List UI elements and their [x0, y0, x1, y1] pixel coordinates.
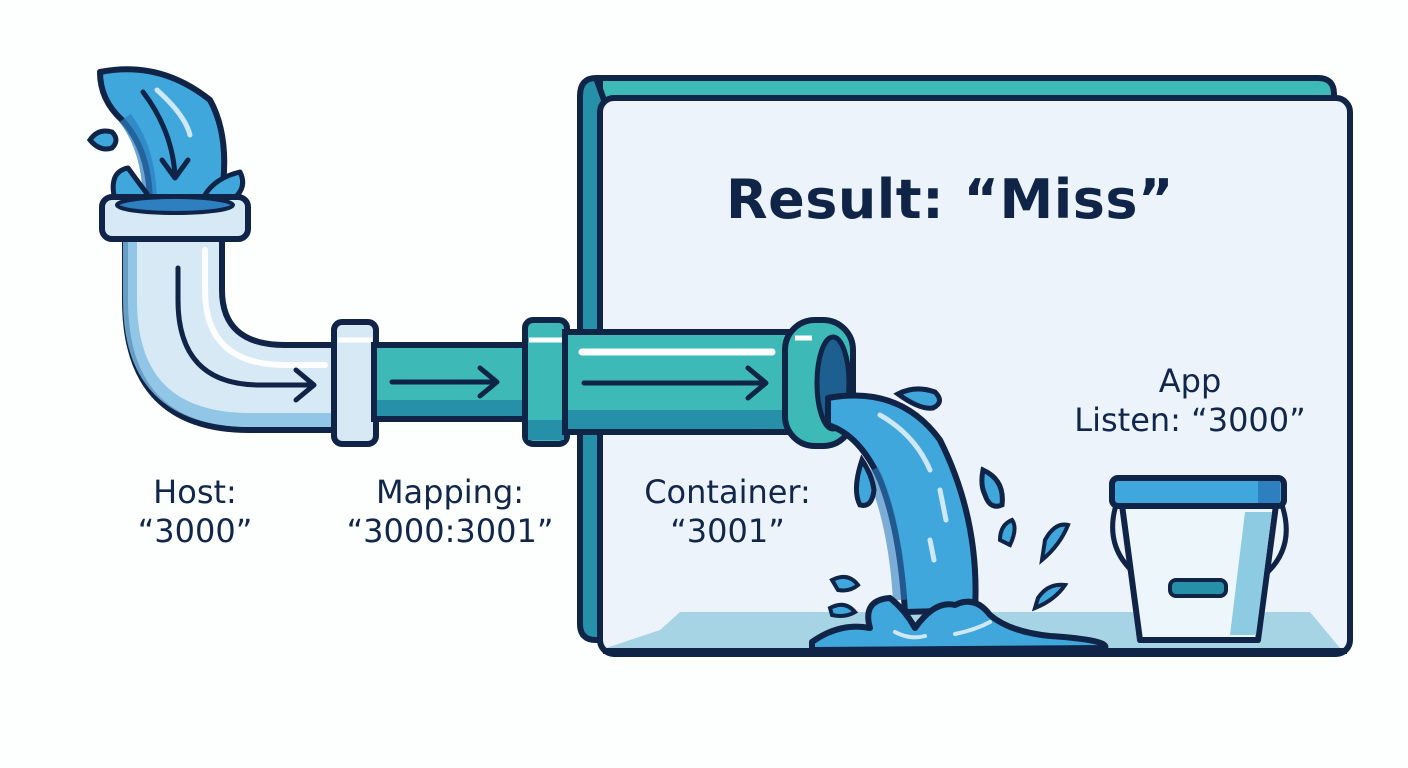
elbow-pipe-icon [99, 194, 379, 447]
mapping-label: Mapping: “3000:3001” [330, 473, 570, 551]
container-port-value: “3001” [670, 512, 785, 551]
water-pouring-icon [86, 66, 246, 208]
water-spill-icon [809, 386, 1109, 653]
host-label-title: Host: [153, 473, 237, 511]
container-port-label: Container: “3001” [615, 473, 840, 551]
pipe-icon [371, 317, 570, 447]
container-label-title: Container: [644, 473, 811, 511]
app-label-title: App [1158, 362, 1222, 400]
pipe-icon [562, 317, 856, 449]
mapping-label-title: Mapping: [375, 473, 525, 511]
bucket-icon [1109, 475, 1289, 643]
app-listen-label: App Listen: “3000” [1045, 362, 1335, 440]
app-listen-value: Listen: “3000” [1074, 401, 1306, 440]
host-port-value: “3000” [137, 512, 253, 551]
mapping-value: “3000:3001” [346, 512, 554, 551]
result-title: Result: “Miss” [725, 168, 1175, 231]
host-port-label: Host: “3000” [100, 473, 290, 551]
